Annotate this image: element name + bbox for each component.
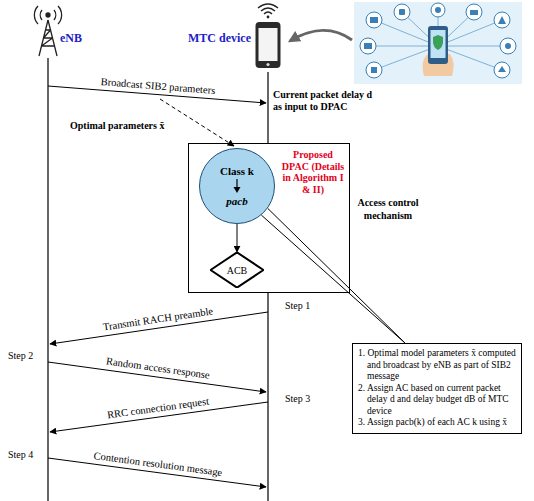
flow-connector [237,224,238,252]
callout-box: 1. Optimal model parameters x̄ computed … [352,343,522,434]
curved-arrow [290,30,352,41]
phone-screen [259,28,278,61]
inner-arrow-shaft [236,179,237,188]
acb-text: ACB [227,265,248,276]
iot-illustration [354,2,522,84]
dpac-title: Proposed DPAC (Details in Algorithm I & … [279,149,347,195]
class-name: Class k [220,165,254,177]
mtc-device-label: MTC device [188,31,251,46]
callout-item: 3. Assign pacb(k) of each AC k using x̄ [358,417,516,429]
barring-probability: pacb [226,195,247,207]
class-circle: Class k pacb [199,148,275,224]
message-label: Random access response [106,356,211,381]
illustration-ground [354,2,522,84]
diamond-shape [211,252,264,287]
device-glyphs [364,7,511,73]
illustration-screen [431,30,446,58]
enb-lifeline [47,58,48,501]
wifi-dot [267,16,270,19]
tower-lattice [39,20,57,56]
message-label: Contention resolution message [93,450,223,478]
inner-arrow [232,179,242,193]
phone-icon [256,4,281,68]
step-label: Step 4 [8,449,33,460]
mtc-lifeline [267,72,268,143]
callout-item: 2. Assign AC based on current packet del… [358,383,516,418]
parameter-label: Optimal parameters x̄ [70,120,164,131]
inner-arrow-head [234,187,241,193]
shield [433,35,443,50]
phone-body [256,22,281,68]
wifi-symbol [258,4,278,14]
acb-diamond: ACB [210,252,264,288]
step-label: Step 2 [8,350,33,361]
enb-tower-icon [34,6,61,56]
message-label: Broadcast SIB2 parameters [100,76,215,96]
message-label: RRC connection request [106,396,209,421]
step-label: Step 3 [285,393,310,404]
illustration-phone [428,26,448,64]
mtc-lifeline [267,293,268,501]
antenna-dot [46,13,50,17]
parameter-arrow [160,99,234,146]
enb-label: eNB [60,31,82,46]
step-label: Step 1 [285,300,310,311]
access-control-box: Proposed DPAC (Details in Algorithm I & … [188,143,350,293]
input-note: Current packet delay d as input to DPAC [273,89,373,113]
network-links [368,10,508,70]
device-icons [360,3,516,78]
signal-arcs [34,6,61,24]
phone-button [266,63,269,66]
callout-item: 1. Optimal model parameters x̄ computed … [358,348,516,383]
mechanism-heading: Access control mechanism [355,196,421,222]
callout-pointer [261,208,405,343]
message-label: Transmit RACH preamble [102,306,213,333]
